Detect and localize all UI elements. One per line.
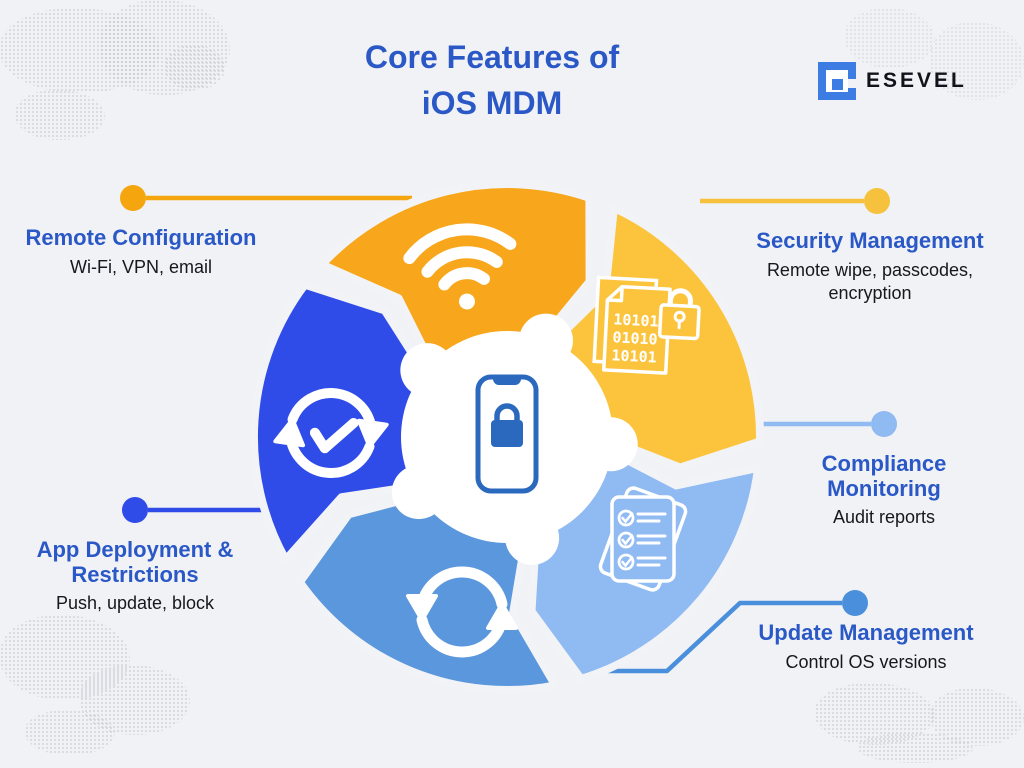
- feature-label-security-management: Security Management Remote wipe, passcod…: [732, 228, 1008, 305]
- checklist-icon: [598, 486, 688, 592]
- feature-subtitle: Audit reports: [832, 507, 936, 528]
- feature-title: App Deployment & Restrictions: [36, 537, 234, 587]
- feature-label-remote-configuration: Remote Configuration Wi-Fi, VPN, email: [5, 225, 277, 279]
- page-title: Core Features of iOS MDM: [262, 34, 722, 127]
- feature-title: Security Management: [756, 228, 984, 253]
- page-title-line1: Core Features of: [364, 39, 620, 75]
- connector-dot-remote-configuration: [120, 185, 146, 211]
- binary-lock-icon: 10101 01010 10101: [592, 275, 701, 375]
- feature-subtitle: Control OS versions: [785, 651, 947, 672]
- feature-subtitle: Remote wipe, passcodes, encryption: [766, 259, 974, 304]
- feature-label-compliance-monitoring: Compliance Monitoring Audit reports: [784, 451, 984, 530]
- wifi-icon: [403, 223, 517, 310]
- lock-body: [491, 420, 523, 447]
- binary-line: 10101: [613, 310, 659, 330]
- lock-shackle: [494, 403, 520, 420]
- page-title-line2: iOS MDM: [421, 85, 563, 122]
- feature-subtitle: Wi-Fi, VPN, email: [69, 256, 212, 277]
- connector-dot-app-deployment-restrictions: [122, 497, 148, 523]
- feature-label-update-management: Update Management Control OS versions: [716, 620, 1016, 674]
- logo-mark-icon: [818, 62, 856, 100]
- feature-title: Remote Configuration: [25, 225, 257, 250]
- feature-label-app-deployment: App Deployment & Restrictions Push, upda…: [11, 537, 259, 616]
- feature-title: Compliance Monitoring: [821, 451, 947, 501]
- connector-line-update-management: [601, 600, 842, 674]
- connector-lines: [120, 185, 897, 674]
- binary-line: 01010: [612, 328, 658, 348]
- connector-dot-update-management: [842, 590, 868, 616]
- feature-title: Update Management: [758, 620, 974, 645]
- sync-check-icon: [273, 388, 389, 478]
- phone-notch: [493, 377, 521, 385]
- phone-lock-icon: [475, 374, 539, 494]
- sync-icon: [406, 566, 518, 658]
- binary-line: 10101: [611, 346, 657, 366]
- connector-dot-security-management: [864, 188, 890, 214]
- connector-dot-compliance-monitoring: [871, 411, 897, 437]
- logo-text: ESEVEL: [866, 69, 967, 92]
- feature-subtitle: Push, update, block: [55, 593, 215, 614]
